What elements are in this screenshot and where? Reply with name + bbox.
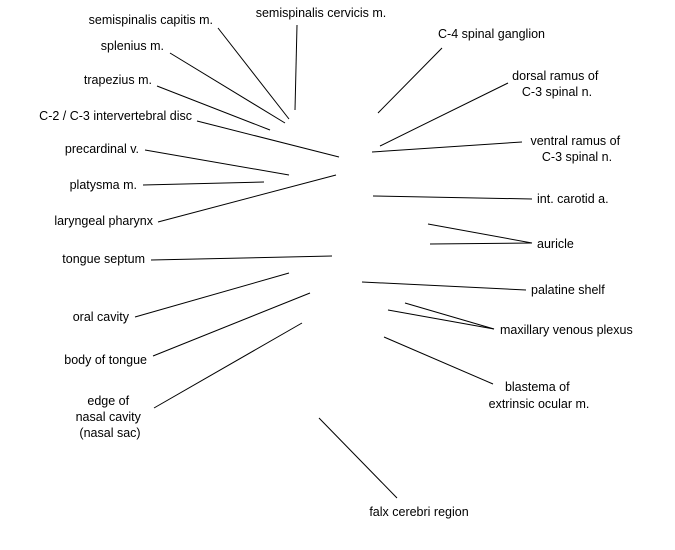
label-edge-nasal-cavity-line-3: (nasal sac) (79, 426, 140, 440)
label-platysma: platysma m. (70, 178, 137, 192)
leader-platysma (142, 181, 265, 186)
label-ventral-ramus-line-2: C-3 spinal n. (542, 150, 612, 164)
label-group-dorsal-ramus: dorsal ramus of C-3 spinal n. (379, 69, 602, 147)
leader-ventral-ramus (371, 141, 523, 153)
label-dorsal-ramus-line-1: dorsal ramus of (512, 69, 599, 83)
label-maxillary-plexus: maxillary venous plexus (500, 323, 633, 337)
label-body-of-tongue: body of tongue (64, 353, 147, 367)
leader-splenius (169, 52, 286, 124)
label-ventral-ramus-line-1: ventral ramus of (530, 134, 620, 148)
label-blastema: blastema of extrinsic ocular m. (489, 380, 590, 411)
label-int-carotid: int. carotid a. (537, 192, 609, 206)
label-blastema-line-1: blastema of (505, 380, 570, 394)
label-group-oral-cavity: oral cavity (73, 272, 290, 324)
label-group-auricle: auricle (427, 223, 574, 251)
leader-falx-cerebri (318, 417, 398, 499)
label-laryngeal-pharynx: laryngeal pharynx (54, 214, 153, 228)
leader-body-of-tongue (152, 292, 311, 357)
leader-precardinal (144, 149, 290, 176)
label-c2-c3-disc: C-2 / C-3 intervertebral disc (39, 109, 192, 123)
leader-maxillary-plexus-2 (387, 309, 495, 330)
leader-dorsal-ramus (379, 82, 509, 147)
label-edge-nasal-cavity-line-1: edge of (87, 394, 129, 408)
label-group-precardinal: precardinal v. (65, 142, 290, 176)
label-semispinalis-cervicis: semispinalis cervicis m. (256, 6, 387, 20)
label-falx-cerebri: falx cerebri region (369, 505, 468, 519)
label-group-ventral-ramus: ventral ramus of C-3 spinal n. (371, 134, 623, 164)
label-group-semispinalis-cervicis: semispinalis cervicis m. (256, 6, 387, 111)
leader-semispinalis-capitis (217, 27, 290, 120)
label-group-semispinalis-capitis: semispinalis capitis m. (89, 13, 290, 120)
label-semispinalis-capitis: semispinalis capitis m. (89, 13, 213, 27)
label-auricle: auricle (537, 237, 574, 251)
leader-auricle-1 (427, 223, 533, 244)
label-group-palatine-shelf: palatine shelf (361, 281, 605, 297)
label-group-body-of-tongue: body of tongue (64, 292, 311, 367)
label-group-maxillary-plexus: maxillary venous plexus (387, 302, 633, 337)
label-group-int-carotid: int. carotid a. (372, 192, 609, 206)
leader-palatine-shelf (361, 281, 527, 291)
label-group-edge-nasal-cavity: edge of nasal cavity (nasal sac) (76, 322, 303, 440)
label-blastema-line-2: extrinsic ocular m. (489, 397, 590, 411)
leader-blastema (383, 336, 494, 385)
label-dorsal-ramus-line-2: C-3 spinal n. (522, 85, 592, 99)
label-group-falx-cerebri: falx cerebri region (318, 417, 469, 519)
leader-oral-cavity (134, 272, 290, 318)
label-trapezius: trapezius m. (84, 73, 152, 87)
leader-laryngeal-pharynx (157, 174, 337, 223)
label-group-c2-c3-disc: C-2 / C-3 intervertebral disc (39, 109, 340, 158)
label-splenius: splenius m. (101, 39, 164, 53)
leader-maxillary-plexus-1 (404, 302, 495, 330)
label-c4-ganglion: C-4 spinal ganglion (438, 27, 545, 41)
leader-auricle-2 (429, 242, 533, 245)
label-ventral-ramus: ventral ramus of C-3 spinal n. (530, 134, 623, 164)
leader-c2-c3-disc (196, 120, 340, 158)
label-tongue-septum: tongue septum (62, 252, 145, 266)
label-group-tongue-septum: tongue septum (62, 252, 333, 266)
leader-trapezius (156, 85, 271, 131)
label-oral-cavity: oral cavity (73, 310, 130, 324)
leader-c4-ganglion (377, 47, 443, 114)
label-palatine-shelf: palatine shelf (531, 283, 605, 297)
label-group-c4-ganglion: C-4 spinal ganglion (377, 27, 545, 114)
label-edge-nasal-cavity-line-2: nasal cavity (76, 410, 142, 424)
label-dorsal-ramus: dorsal ramus of C-3 spinal n. (512, 69, 602, 99)
leader-semispinalis-cervicis (294, 24, 298, 111)
label-group-splenius: splenius m. (101, 39, 286, 124)
label-group-platysma: platysma m. (70, 178, 265, 192)
leader-int-carotid (372, 195, 533, 200)
label-group-trapezius: trapezius m. (84, 73, 271, 131)
leader-tongue-septum (150, 255, 333, 261)
label-edge-nasal-cavity: edge of nasal cavity (nasal sac) (76, 394, 145, 440)
label-precardinal: precardinal v. (65, 142, 139, 156)
leader-edge-nasal-cavity (153, 322, 303, 409)
label-group-laryngeal-pharynx: laryngeal pharynx (54, 174, 337, 228)
label-group-blastema: blastema of extrinsic ocular m. (383, 336, 590, 411)
